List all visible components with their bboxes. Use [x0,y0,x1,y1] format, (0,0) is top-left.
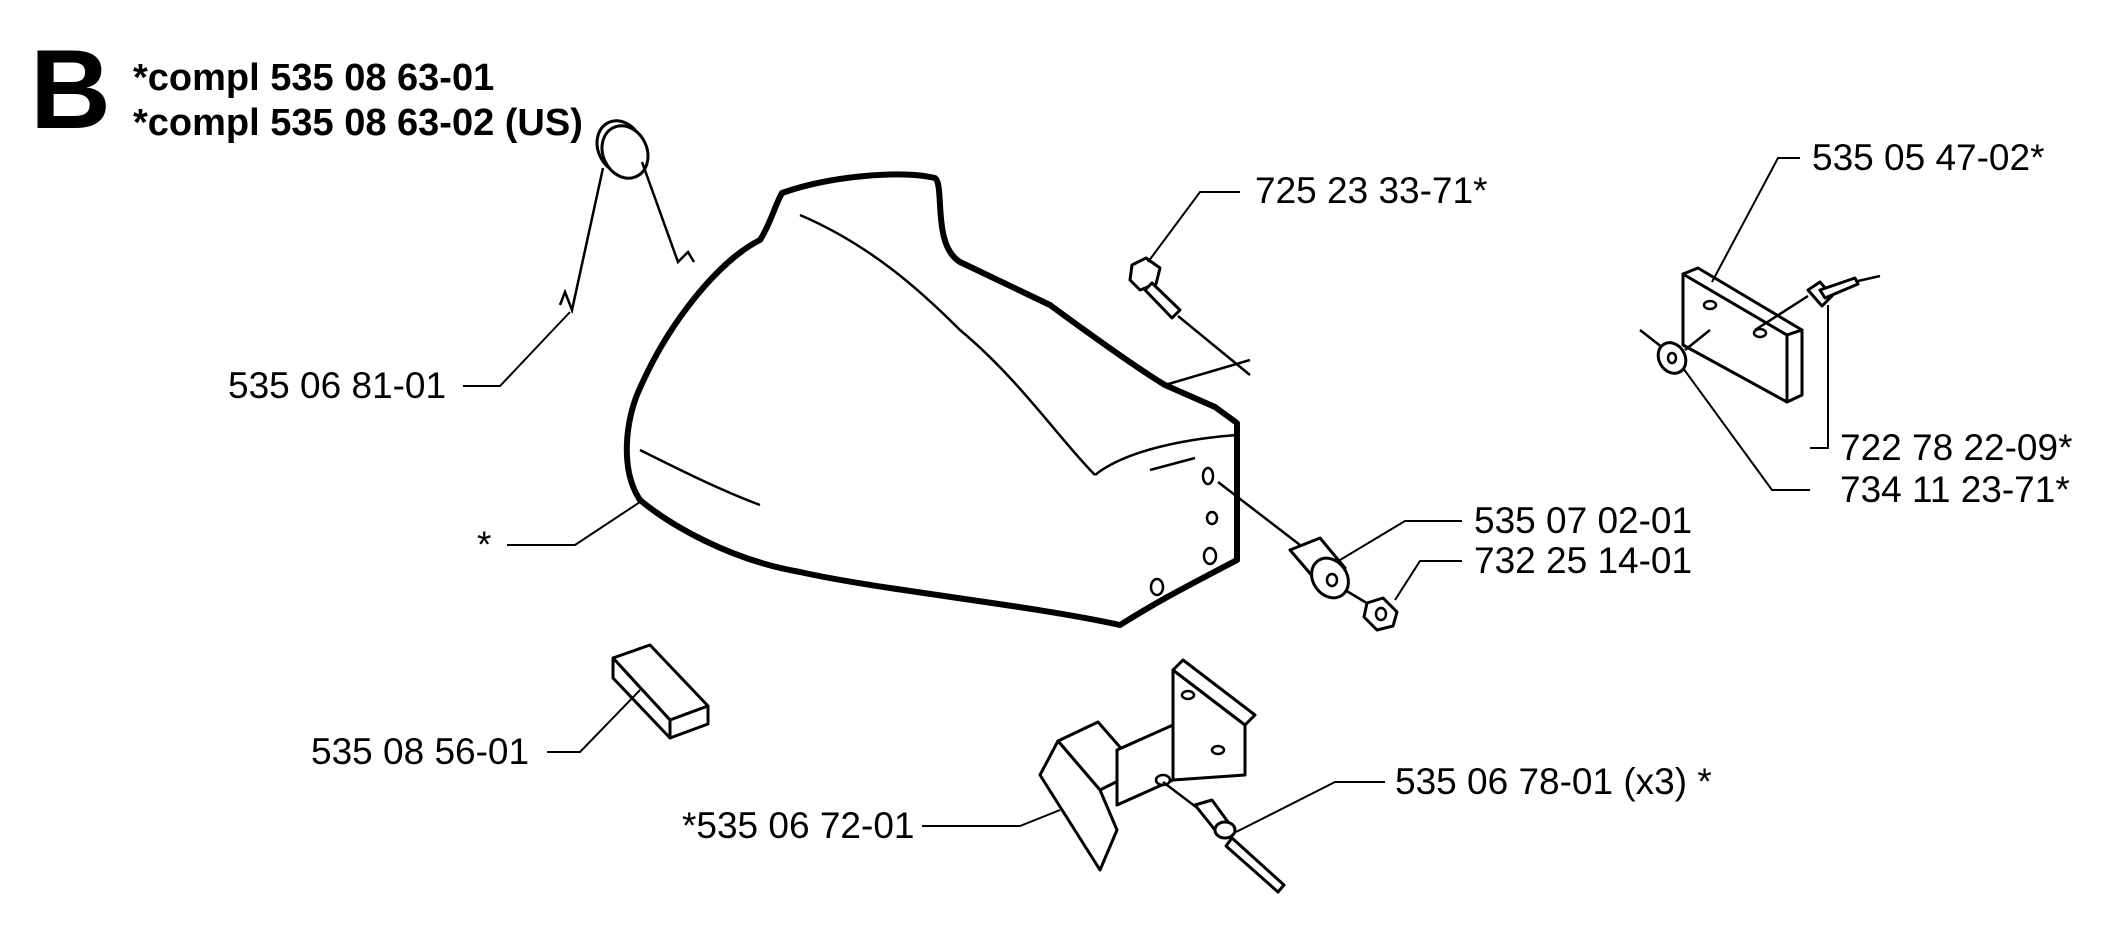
callout-washer-right: 734 11 23-71* [1840,469,2070,510]
bushing-part [1217,481,1350,600]
screw-top-part [1128,256,1251,376]
bolt-right-part [1754,274,1881,332]
leader-nut [1394,560,1462,601]
callout-cover: * [477,524,491,565]
header-line-2: *compl 535 08 63-02 (US) [133,102,583,144]
leader-washer-right [1682,367,1810,491]
pad-part [611,643,710,740]
cover-part [623,171,1251,628]
leader-bushing [1339,520,1462,561]
leader-lower-bracket [922,809,1061,827]
leader-bracket-right [1711,157,1800,283]
spring-part [558,119,696,315]
section-letter: B [30,27,111,152]
nut-part [1344,588,1399,632]
leader-pad [547,689,641,753]
callout-bushing: 535 07 02-01 [1474,500,1692,541]
callout-bolt-right: 722 78 22-09* [1840,427,2072,468]
header-line-1: *compl 535 08 63-01 [133,57,494,99]
callout-bracket-right: 535 05 47-02* [1812,137,2044,178]
leader-screw-top [1147,191,1240,263]
callout-lower-screws: 535 06 78-01 (x3) * [1395,761,1712,802]
callout-pad: 535 08 56-01 [311,731,529,772]
callout-nut: 732 25 14-01 [1474,540,1692,581]
bracket-right-part [1681,266,1804,404]
leader-bolt-right [1810,305,1829,449]
callout-lower-bracket: *535 06 72-01 [682,805,914,846]
callout-screw-top: 725 23 33-71* [1255,170,1487,211]
lower-screws-part [1162,781,1286,894]
washer-right-part [1639,329,1711,375]
leader-cover [507,501,641,546]
lower-bracket-part [1038,658,1257,872]
callout-spring: 535 06 81-01 [228,365,446,406]
leader-spring [463,311,571,387]
leader-lower-screws [1235,781,1385,833]
